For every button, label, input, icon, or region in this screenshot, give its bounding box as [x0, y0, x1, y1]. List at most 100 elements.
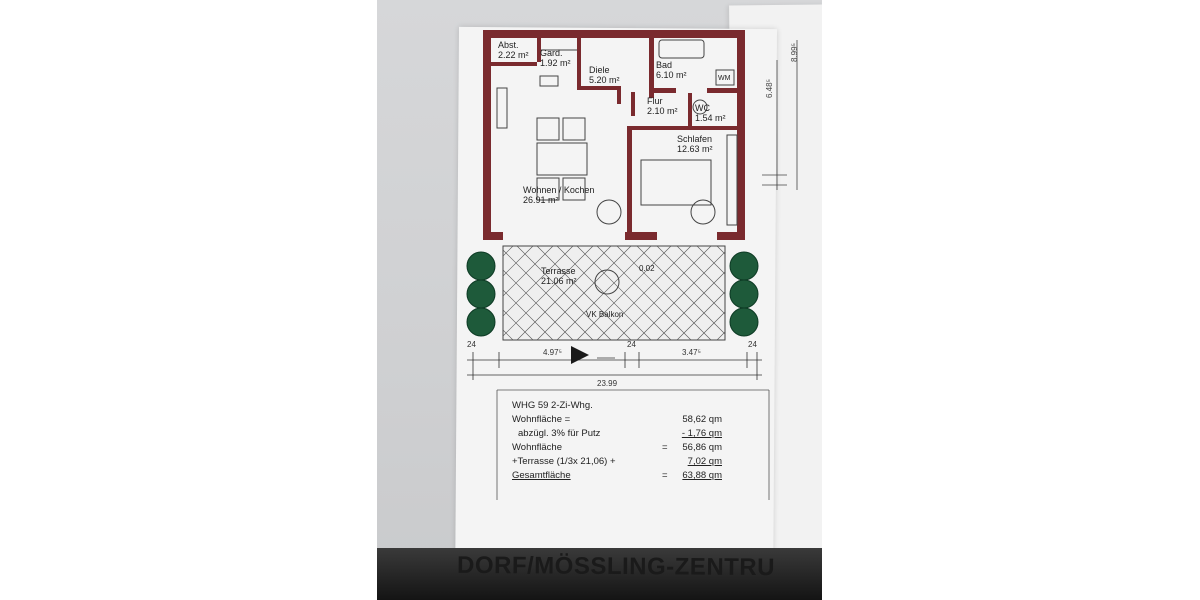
wall-right [737, 30, 745, 240]
diele-area: 5.20 m² [589, 75, 620, 85]
calc-row-5: Gesamtfläche = 63,88 qm [512, 470, 722, 482]
inner-walls [491, 38, 737, 240]
area-calculation: WHG 59 2-Zi-Whg. Wohnfläche = 58,62 qm a… [457, 392, 775, 542]
wall-wc [688, 93, 692, 127]
wardrobe [726, 134, 738, 226]
dim-24-right: 24 [748, 340, 757, 349]
door-swing-2 [690, 199, 716, 225]
label-vk-balkon: VK Balkon [586, 310, 624, 319]
wall-bottom-mid [625, 232, 657, 240]
calc-value: 58,62 qm [682, 414, 722, 425]
gard-name: Gard. [540, 48, 563, 58]
calc-row-1: Wohnfläche = 58,62 qm [512, 414, 722, 426]
wall-abst-gard [537, 38, 541, 62]
calc-title-row: WHG 59 2-Zi-Whg. [512, 400, 722, 412]
outer-walls [483, 30, 745, 240]
table-edge-dark [377, 548, 822, 600]
door-swing-1 [596, 199, 622, 225]
dim-24-left: 24 [467, 340, 476, 349]
calc-value: - 1,76 qm [681, 428, 722, 439]
label-wm: WM [718, 75, 731, 82]
dimension-lines [467, 352, 762, 380]
calc-value: 56,86 qm [682, 442, 722, 453]
calc-op: = [662, 470, 668, 481]
wc-area: 1.54 m² [695, 113, 726, 123]
dining-table [536, 142, 588, 176]
wall-bottom-left [483, 232, 503, 240]
tree-right-3 [729, 307, 759, 337]
dim-side-648: 6.48⁵ [765, 79, 774, 98]
north-arrow-icon [571, 346, 589, 364]
calc-label: +Terrasse (1/3x 21,06) + [512, 456, 616, 467]
tree-right-2 [729, 279, 759, 309]
label-terrasse-level: 0.02 [639, 264, 655, 273]
calc-row-4: +Terrasse (1/3x 21,06) + 7,02 qm [512, 456, 722, 468]
bad-area: 6.10 m² [656, 70, 687, 80]
wall-abst-bottom [491, 62, 537, 66]
calc-row-2: abzügl. 3% für Putz - 1,76 qm [512, 428, 722, 440]
floor-plan-drawing [466, 30, 798, 500]
calc-value: 7,02 qm [687, 456, 722, 467]
calc-label: Wohnfläche = [512, 414, 571, 425]
wall-schlafen-top [627, 126, 737, 130]
diele-name: Diele [589, 65, 610, 75]
wall-diele-side [617, 86, 621, 104]
fixtures [496, 39, 738, 226]
terrace [502, 245, 726, 341]
wall-schlafen-left [627, 126, 632, 240]
terrace-area [502, 245, 726, 341]
bed [640, 159, 712, 206]
bathtub [658, 39, 705, 59]
calc-row-3: Wohnfläche = 56,86 qm [512, 442, 722, 454]
calc-value: 63,88 qm [682, 470, 722, 481]
wall-bad-bottom [654, 88, 676, 93]
dim-497: 4.97⁵ [543, 348, 562, 357]
bad-name: Bad [656, 60, 673, 70]
tree-left-2 [466, 279, 496, 309]
terrace-table [594, 269, 620, 295]
dim-side-899: 8.99⁵ [790, 43, 799, 62]
terrasse-name: Terrasse [541, 266, 576, 276]
calc-op: = [662, 442, 668, 453]
flur-area: 2.10 m² [647, 106, 678, 116]
location-banner: DORF/MÖSSLING-ZENTRU [456, 551, 776, 582]
kitchen-counter [496, 87, 508, 129]
wohnen-area: 26.91 m² [523, 195, 559, 205]
wall-flur [631, 92, 635, 116]
right-margin-marks [762, 40, 798, 190]
wall-left [483, 30, 491, 240]
calc-label: Wohnfläche [512, 442, 562, 453]
chair-2 [562, 117, 586, 141]
dim-total: 23.99 [597, 379, 618, 388]
label-gard: Gard.1.92 m² [540, 48, 571, 68]
terrasse-area: 21.06 m² [541, 276, 577, 286]
flur-name: Flur [647, 96, 663, 106]
schlafen-name: Schlafen [677, 134, 713, 144]
calc-label: abzügl. 3% für Putz [518, 428, 601, 439]
wall-diele-bottom [581, 86, 621, 90]
gard-area: 1.92 m² [540, 58, 571, 68]
chair-1 [536, 117, 560, 141]
tree-right-1 [729, 251, 759, 281]
dim-347: 3.47⁵ [682, 348, 701, 357]
wohnen-name: Wohnen / Kochen [523, 185, 595, 195]
wall-bottom-right [717, 232, 745, 240]
dim-24-mid: 24 [627, 340, 636, 349]
tree-left-1 [466, 251, 496, 281]
calc-label: Gesamtfläche [512, 470, 571, 481]
tree-left-3 [466, 307, 496, 337]
schlafen-area: 12.63 m² [677, 144, 713, 154]
chair-3 [536, 177, 560, 201]
gard-cabinet [539, 75, 559, 87]
wall-diele-bad [649, 38, 654, 98]
chair-4 [562, 177, 586, 201]
washing-machine-box [715, 69, 735, 86]
hatch-b [502, 245, 726, 341]
